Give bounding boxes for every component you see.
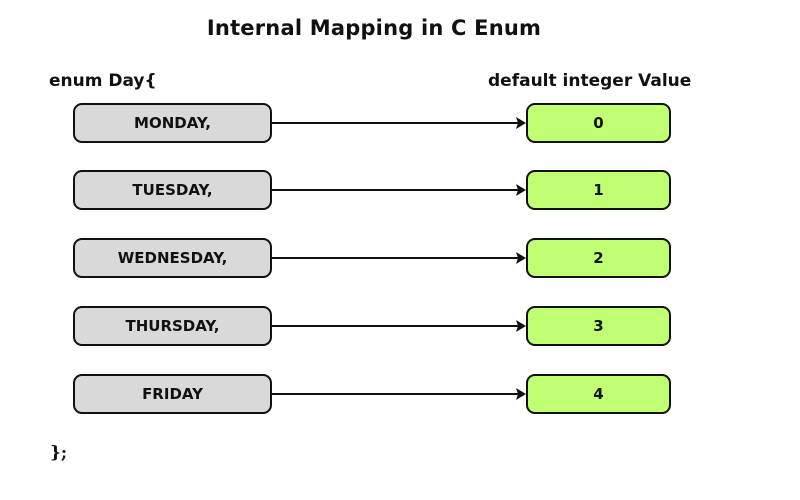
enum-value-1: 1 [526,170,671,210]
enum-declaration-close: }; [50,443,68,463]
enum-member-friday: FRIDAY [73,374,272,414]
values-column-header: default integer Value [488,71,692,91]
arrow-wednesday-to-2 [272,252,526,264]
enum-value-2: 2 [526,238,671,278]
arrow-friday-to-4 [272,388,526,400]
enum-member-thursday: THURSDAY, [73,306,272,346]
enum-member-monday: MONDAY, [73,103,272,143]
arrow-tuesday-to-1 [272,184,526,196]
enum-member-tuesday: TUESDAY, [73,170,272,210]
enum-value-4: 4 [526,374,671,414]
enum-member-wednesday: WEDNESDAY, [73,238,272,278]
enum-value-0: 0 [526,103,671,143]
enum-declaration-open: enum Day{ [49,71,157,91]
enum-value-3: 3 [526,306,671,346]
diagram-title: Internal Mapping in C Enum [206,16,542,40]
arrow-monday-to-0 [272,117,526,129]
arrow-thursday-to-3 [272,320,526,332]
